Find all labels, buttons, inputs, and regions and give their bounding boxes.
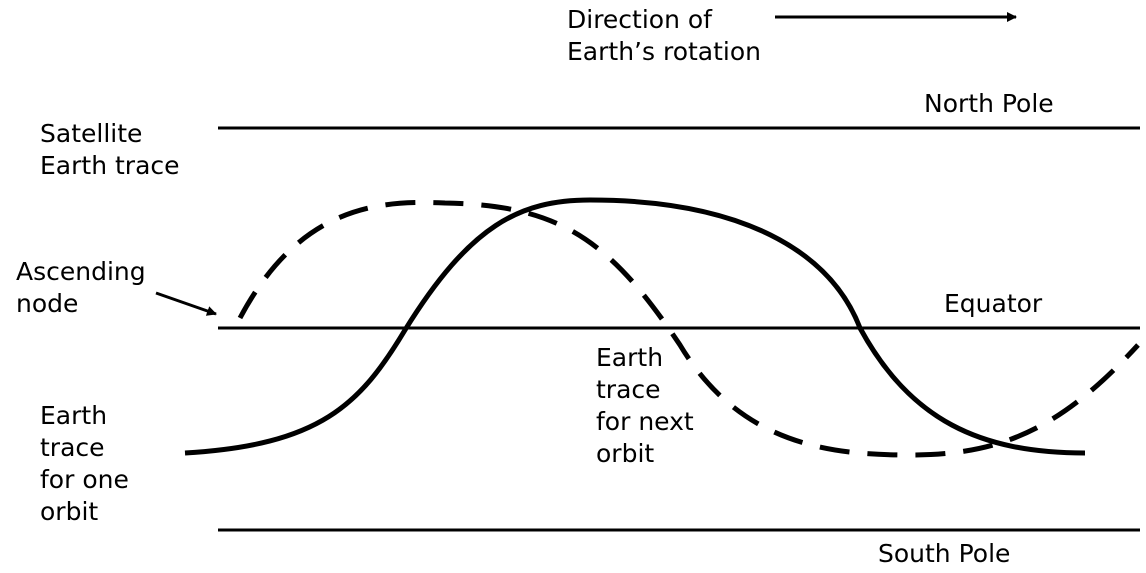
direction-line-2: Earth’s rotation bbox=[567, 37, 761, 66]
one-orbit-label: Earth trace for one orbit bbox=[40, 400, 129, 528]
satellite-trace-label: Satellite Earth trace bbox=[40, 118, 180, 182]
direction-line-1: Direction of bbox=[567, 5, 712, 34]
equator-label: Equator bbox=[944, 289, 1043, 318]
satellite-trace-line-2: Earth trace bbox=[40, 151, 180, 180]
one-orbit-line-3: for one bbox=[40, 465, 129, 494]
north-pole-label: North Pole bbox=[924, 89, 1054, 118]
next-orbit-line-2: trace bbox=[596, 375, 661, 404]
one-orbit-line-2: trace bbox=[40, 433, 105, 462]
satellite-trace-line-1: Satellite bbox=[40, 119, 143, 148]
ascending-node-label: Ascending node bbox=[16, 256, 146, 320]
ascending-node-line-1: Ascending bbox=[16, 257, 146, 286]
ascending-node-line-2: node bbox=[16, 289, 79, 318]
one-orbit-line-1: Earth bbox=[40, 401, 108, 430]
next-orbit-trace-dashed bbox=[237, 199, 1140, 458]
one-orbit-line-4: orbit bbox=[40, 497, 99, 526]
direction-of-rotation-label: Direction of Earth’s rotation bbox=[567, 4, 761, 68]
ascending-node-arrow bbox=[155, 291, 217, 316]
next-orbit-line-1: Earth bbox=[596, 343, 664, 372]
next-orbit-line-4: orbit bbox=[596, 439, 655, 468]
next-orbit-label: Earth trace for next orbit bbox=[596, 342, 694, 470]
one-orbit-trace-solid bbox=[184, 197, 1086, 456]
south-pole-label: South Pole bbox=[878, 539, 1011, 568]
next-orbit-line-3: for next bbox=[596, 407, 694, 436]
